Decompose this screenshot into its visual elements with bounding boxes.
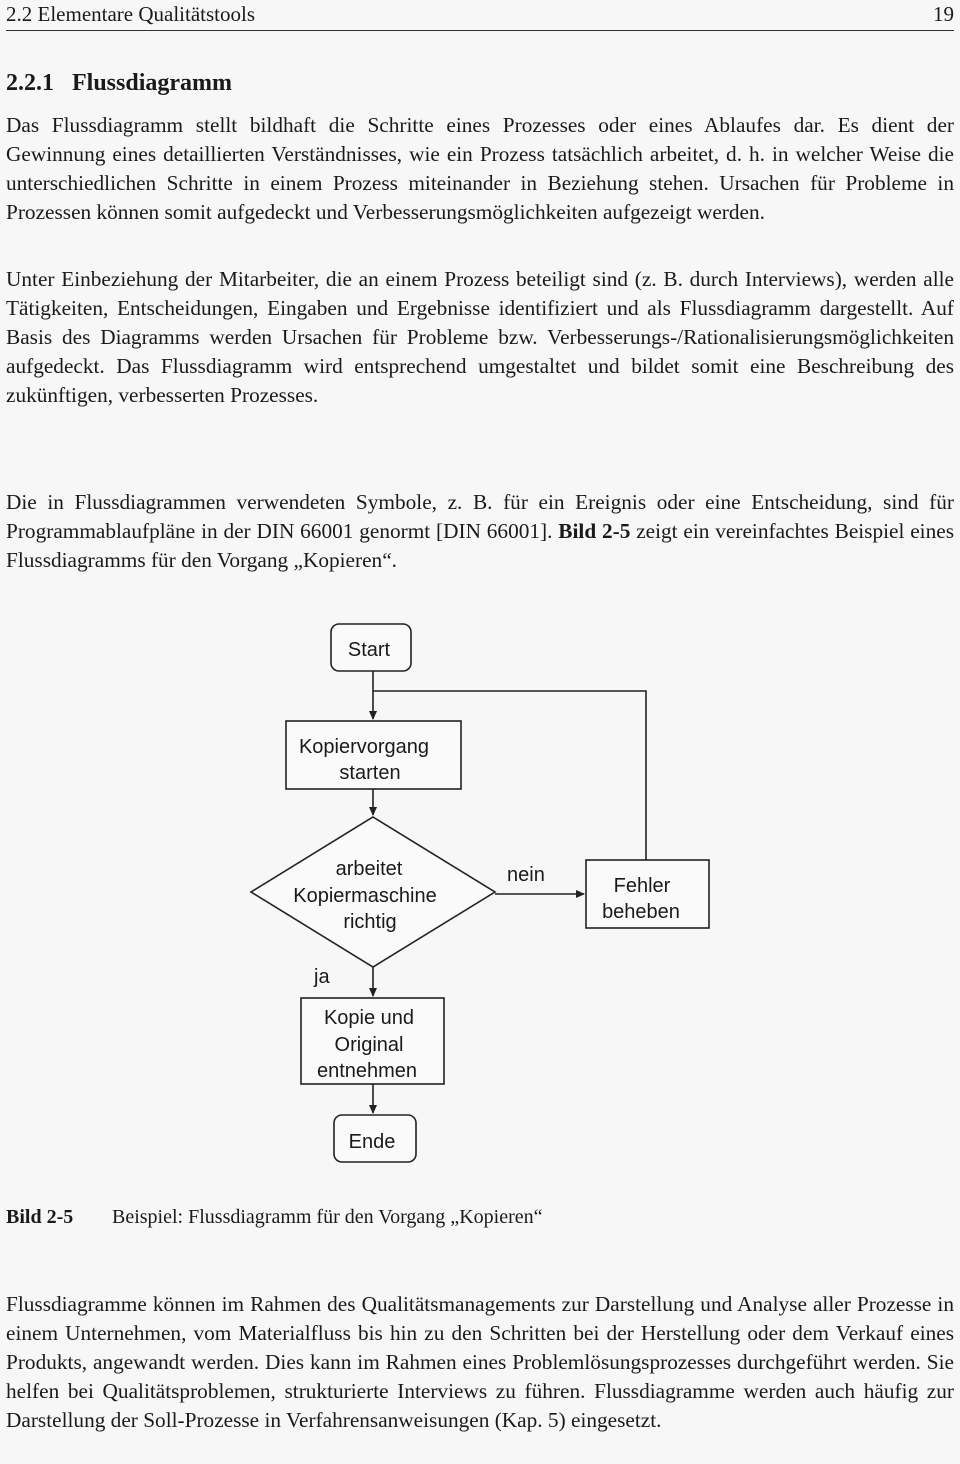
fix-label-line1: Fehler [614,875,671,897]
end-label: Ende [349,1131,396,1153]
decision-label-line1: arbeitet [336,858,403,880]
section-number: 2.2.1 [6,70,54,96]
figure-reference: Bild 2-5 [558,519,631,543]
step2-label-line1: Kopie und [324,1007,414,1029]
start-label: Start [348,639,391,661]
step-copy-start-box [285,720,462,790]
paragraph-symbols-text-b: zeigt ein vereinfachtes Beispiel eines F… [6,519,954,572]
header-title: 2.2 Elementare Qualitätstools [6,2,256,26]
paragraph-intro: Das Flussdiagramm stellt bildhaft die Sc… [6,113,954,224]
figure-caption: Bild 2-5 Beispiel: Flussdiagramm für den … [6,1203,542,1231]
paragraph-symbols-text-a: Die in Flussdiagrammen verwendeten Symbo… [6,490,954,543]
running-header: 2.2 Elementare Qualitätstools 19 [6,0,954,31]
paragraph-symbols: Die in Flussdiagrammen verwendeten Symbo… [6,488,954,575]
section-title: Flussdiagramm [72,70,233,96]
paragraph-employees: Unter Einbeziehung der Mitarbeiter, die … [6,267,954,407]
caption-label: Bild 2-5 [6,1206,74,1228]
step2-label-line2: Original [335,1034,404,1056]
step1-label-line1: Kopiervorgang [299,736,429,758]
decision-label-line3: richtig [343,911,396,933]
no-branch-label: nein [507,864,545,886]
flowchart: Start Kopiervorgang starten arbeitet Kop… [249,623,710,1163]
step-fix-box [585,859,710,929]
yes-branch-label: ja [313,966,330,988]
fix-label-line2: beheben [602,901,680,923]
step1-label-line2: starten [339,762,400,784]
caption-text: Beispiel: Flussdiagramm für den Vorgang … [112,1206,543,1228]
section-heading: 2.2.1 Flussdiagramm [6,70,232,97]
start-terminal [330,623,412,672]
page-number: 19 [933,2,954,26]
paragraph-usage: Flussdiagramme können im Rahmen des Qual… [6,1292,954,1432]
decision-label-line2: Kopiermaschine [293,885,436,907]
arrow-fix-loop-back [373,690,647,860]
end-terminal [333,1114,417,1163]
step2-label-line3: entnehmen [317,1060,417,1082]
